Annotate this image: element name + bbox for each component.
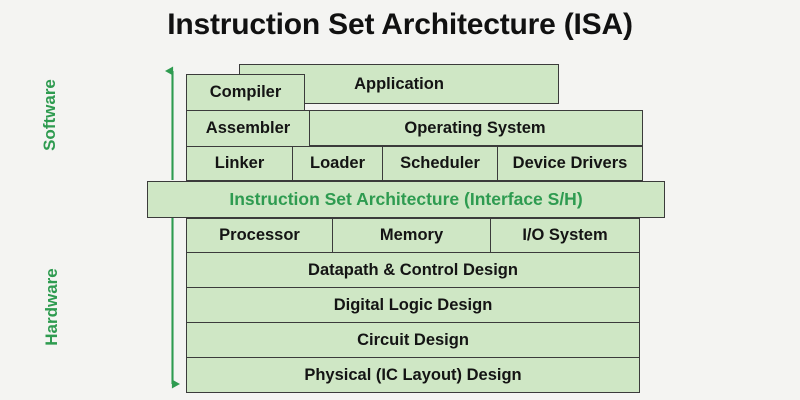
box-processor[interactable]: Processor <box>186 218 333 253</box>
box-loader[interactable]: Loader <box>292 146 383 181</box>
box-physical-ic-layout-design[interactable]: Physical (IC Layout) Design <box>186 357 640 393</box>
software-axis-label: Software <box>40 79 59 151</box>
box-io-system[interactable]: I/O System <box>490 218 640 253</box>
box-memory[interactable]: Memory <box>332 218 491 253</box>
box-datapath-control-design[interactable]: Datapath & Control Design <box>186 252 640 288</box>
box-linker[interactable]: Linker <box>186 146 293 181</box>
box-digital-logic-design[interactable]: Digital Logic Design <box>186 287 640 323</box>
page-title: Instruction Set Architecture (ISA) <box>167 8 633 41</box>
box-assembler[interactable]: Assembler <box>186 110 310 147</box>
box-compiler[interactable]: Compiler <box>186 74 305 111</box>
box-operating-system[interactable]: Operating System <box>307 110 643 146</box>
box-device-drivers[interactable]: Device Drivers <box>497 146 643 181</box>
box-scheduler[interactable]: Scheduler <box>382 146 498 181</box>
box-instruction-set-architecture[interactable]: Instruction Set Architecture (Interface … <box>147 181 665 218</box>
hardware-axis-label: Hardware <box>42 268 61 346</box>
box-circuit-design[interactable]: Circuit Design <box>186 322 640 358</box>
